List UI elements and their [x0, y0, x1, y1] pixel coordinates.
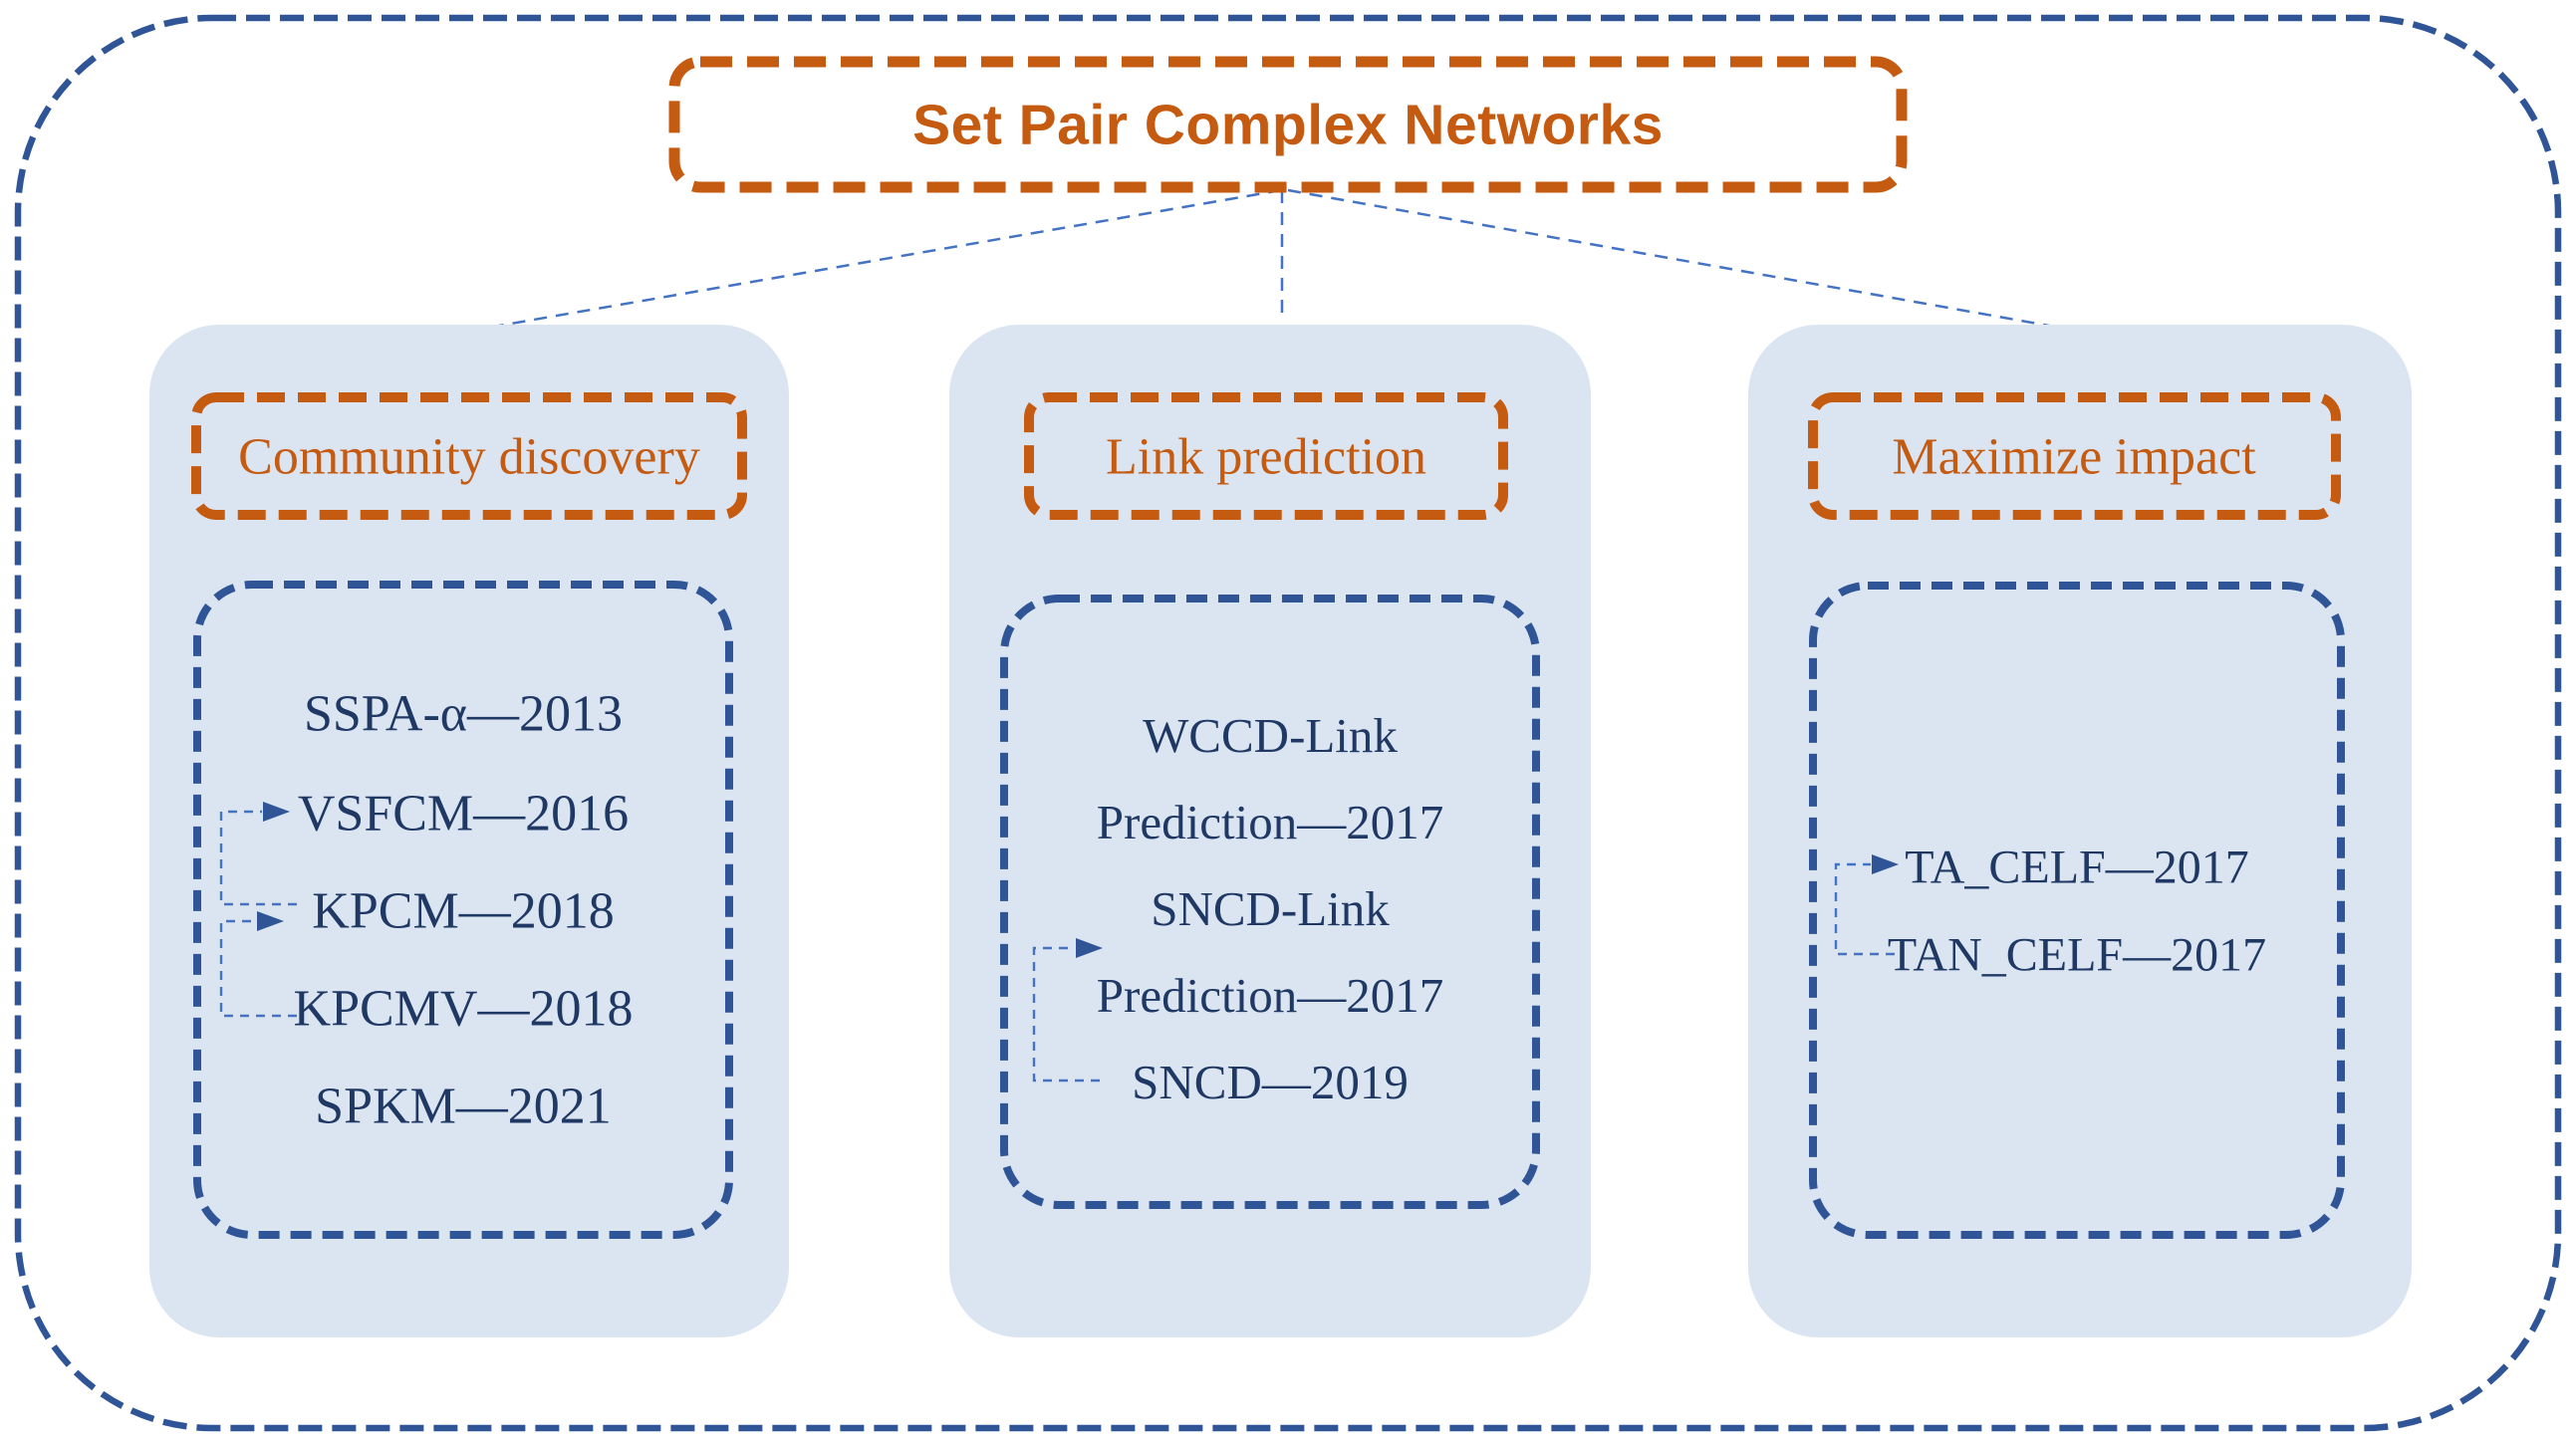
- outer-dashed-border: [14, 14, 2562, 1432]
- method-item: Prediction—2017: [1096, 968, 1444, 1024]
- items-box-link-prediction: [1000, 595, 1540, 1209]
- method-item: Prediction—2017: [1096, 795, 1444, 850]
- elbow-tan-celf-to-ta-celf: [1834, 862, 1895, 956]
- elbow-kpcm-to-vsfcm: [219, 810, 297, 906]
- method-item: SNCD-Link: [1151, 881, 1390, 937]
- diagram-title: Set Pair Complex Networks: [912, 93, 1664, 157]
- branch-header-community-discovery: Community discovery: [238, 428, 700, 486]
- method-item: KPCMV—2018: [293, 980, 634, 1038]
- arrowhead-sncd-link-icon: [1076, 938, 1103, 958]
- panel-community-discovery: [149, 325, 789, 1337]
- branch-header-link-prediction: Link prediction: [1105, 428, 1427, 486]
- method-item: KPCM—2018: [312, 882, 615, 940]
- arrowhead-ta-celf-icon: [1872, 854, 1899, 874]
- method-item: SNCD—2019: [1132, 1055, 1409, 1110]
- connector-title-to-maximize-impact: [1287, 188, 2061, 330]
- method-item: TA_CELF—2017: [1905, 841, 2249, 894]
- title-box-border: [668, 56, 1908, 193]
- branch-header-maximize-impact: Maximize impact: [1892, 428, 2256, 486]
- panel-link-prediction: [949, 325, 1591, 1337]
- method-item: WCCD-Link: [1143, 708, 1398, 764]
- method-item: SPKM—2021: [315, 1078, 612, 1135]
- arrowhead-vsfcm-icon: [263, 802, 290, 822]
- arrowhead-kpcm-icon: [257, 911, 284, 931]
- header-box-community-discovery: [191, 392, 747, 520]
- method-item: VSFCM—2016: [297, 785, 630, 843]
- items-box-community-discovery: [193, 581, 733, 1239]
- elbow-kpcmv-to-kpcm: [219, 919, 297, 1018]
- method-item: SSPA-α—2013: [303, 685, 624, 743]
- header-box-link-prediction: [1024, 392, 1508, 520]
- header-box-maximize-impact: [1808, 392, 2341, 520]
- items-box-maximize-impact: [1809, 582, 2345, 1239]
- panel-maximize-impact: [1748, 325, 2412, 1337]
- elbow-sncd2019-to-sncd-link: [1032, 946, 1100, 1083]
- connector-title-to-community: [475, 188, 1282, 332]
- method-item: TAN_CELF—2017: [1887, 928, 2267, 982]
